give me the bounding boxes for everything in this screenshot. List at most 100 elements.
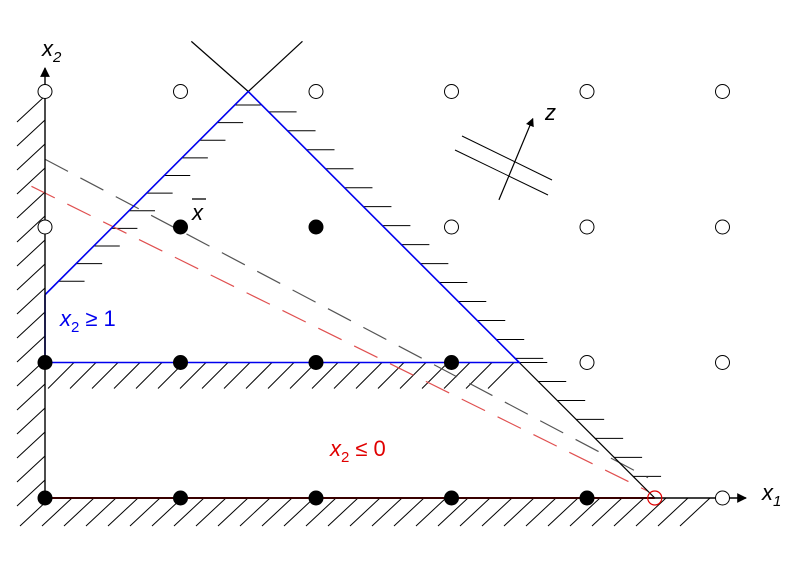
hatch-x1-axis (437, 497, 469, 527)
hatch-x2-ge-1 (421, 362, 449, 389)
lattice-point-filled (173, 355, 188, 370)
hatch-x2-axis (16, 287, 46, 315)
lattice-point-filled (308, 355, 324, 370)
hatch-x2-ge-1 (487, 362, 515, 389)
hatch-x2-ge-1 (443, 362, 471, 389)
hatch-x2-axis (16, 215, 46, 243)
hatch-x1-axis (327, 497, 359, 527)
lattice-point-filled (37, 355, 53, 370)
lattice-point-open (37, 84, 53, 99)
xbar-label: x (191, 198, 206, 225)
constraint-x2-ge-1-label: x2 ≥ 1 (59, 306, 116, 336)
x1-axis-label-main: x (761, 480, 774, 505)
lattice-point-filled (308, 490, 324, 506)
hatch-x1-axis (239, 497, 271, 527)
x2-axis-label-main: x (41, 36, 54, 61)
lattice-point-filled (444, 355, 459, 370)
constraint-blue-sub: 2 (71, 319, 79, 336)
hatch-x1-axis (569, 497, 601, 527)
objective-dashed-line-gray (44, 158, 649, 479)
hatch-x2-ge-1 (245, 362, 273, 389)
hatch-x2-ge-1 (91, 362, 119, 389)
lattice-point-filled (173, 490, 188, 506)
outer-boundary-upper-left (190, 40, 249, 92)
hatch-x1-axis (195, 497, 227, 527)
lattice-point-open (37, 219, 53, 235)
z-level-line-2 (461, 135, 553, 181)
hatch-x1-axis (85, 497, 117, 527)
hatch-x2-axis (16, 407, 46, 435)
lattice-point-open (308, 84, 324, 99)
hatch-x2-ge-1 (179, 362, 207, 389)
hatch-x1-axis (63, 497, 95, 527)
hatch-x2-axis (16, 455, 46, 483)
hatch-x1-axis (129, 497, 161, 527)
lattice-point-filled (37, 490, 53, 506)
hatch-x1-axis (283, 497, 315, 527)
constraint-blue-var: x (59, 306, 72, 331)
hatch-x2-axis (16, 239, 46, 267)
z-direction-arrow (498, 117, 534, 201)
hatch-x1-axis (217, 497, 249, 527)
hatch-x1-axis (305, 497, 337, 527)
outer-boundary-lower (518, 362, 656, 499)
lattice-point-open (444, 219, 459, 235)
hatch-x2-ge-1 (69, 362, 97, 389)
hatch-x2-axis (16, 95, 46, 123)
constraint-red-sub: 2 (341, 449, 349, 466)
hatch-x1-axis (657, 497, 689, 527)
hatch-x2-axis (16, 263, 46, 291)
outer-boundary-upper-right (247, 40, 303, 92)
hatch-x1-axis (591, 497, 623, 527)
hatch-x2-ge-1 (223, 362, 251, 389)
constraint-lines-layer (44, 40, 656, 499)
hatch-x1-axis (173, 497, 205, 527)
lattice-point-open (715, 219, 730, 235)
lattice-point-red-open (647, 490, 663, 506)
hatch-x2-ge-1 (377, 362, 405, 389)
lattice-point-open (173, 84, 188, 99)
hatch-x2-ge-1 (267, 362, 295, 389)
lattice-point-filled (579, 490, 595, 506)
hatch-x1-axis (503, 497, 535, 527)
hatch-x2-axis (16, 167, 46, 195)
xbar-label-text: x (191, 200, 204, 225)
hatch-x2-axis (16, 431, 46, 459)
constraint-blue-rel: ≥ 1 (85, 306, 115, 331)
constraint-x2-le-0-label: x2 ≤ 0 (329, 436, 386, 466)
hatch-x2-axis (16, 119, 46, 147)
axes-layer (40, 67, 747, 503)
hatch-x2-axis (16, 383, 46, 411)
hatch-x1-axis (349, 497, 381, 527)
x1-axis-label-sub: 1 (773, 493, 781, 510)
constraint-red-rel: ≤ 0 (355, 436, 385, 461)
hatch-x1-axis (679, 497, 711, 527)
hatch-x1-axis (261, 497, 293, 527)
hatching-layer (16, 95, 711, 527)
z-level-line-1 (454, 149, 549, 196)
hatch-x2-ge-1 (135, 362, 163, 389)
lattice-point-open (579, 355, 595, 370)
hatch-x2-axis (16, 143, 46, 171)
lattice-point-open (715, 84, 730, 99)
hatch-x2-axis (16, 191, 46, 219)
hatch-x2-ge-1 (47, 362, 75, 389)
hatch-x1-axis (107, 497, 139, 527)
hatch-x2-ge-1 (311, 362, 339, 389)
constraint-red-var: x (329, 436, 342, 461)
hatch-x2-ge-1 (201, 362, 229, 389)
lattice-point-open (715, 490, 730, 506)
hatch-x2-axis (16, 335, 46, 363)
hatch-x1-axis (415, 497, 447, 527)
hatch-x1-axis (41, 497, 73, 527)
lattice-point-open (715, 355, 730, 370)
lattice-point-filled (308, 219, 324, 235)
z-direction-label: z (544, 100, 556, 125)
hatch-x1-axis (481, 497, 513, 527)
lattice-point-filled (444, 490, 459, 506)
dashed-lines-layer (31, 158, 649, 492)
lattice-point-open (579, 84, 595, 99)
hatch-x2-ge-1 (465, 362, 493, 389)
lattice-point-open (444, 84, 459, 99)
hatch-x2-ge-1 (113, 362, 141, 389)
